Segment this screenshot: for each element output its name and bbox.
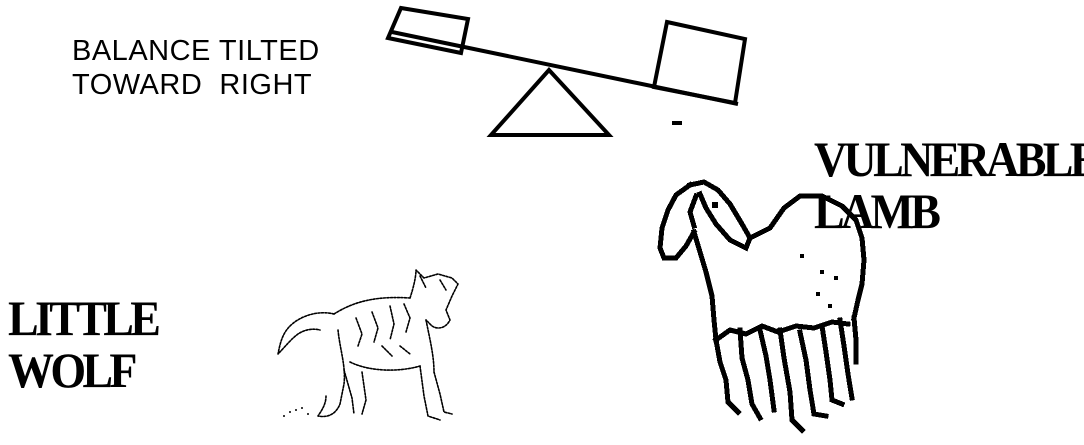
- balance-caption-line2: TOWARD RIGHT: [72, 68, 320, 102]
- wolf-caption-line1: LITTLE: [8, 292, 157, 344]
- balance-caption: BALANCE TILTED TOWARD RIGHT: [72, 34, 320, 102]
- lamb-caption: VULNERABLE LAMB: [814, 133, 1084, 237]
- wolf-caption: LITTLE WOLF: [8, 292, 157, 396]
- balance-caption-line1: BALANCE TILTED: [72, 34, 320, 68]
- lamb-caption-line2: LAMB: [814, 185, 1084, 237]
- lamb-caption-line1: VULNERABLE: [814, 133, 1084, 185]
- wolf-caption-line2: WOLF: [8, 344, 157, 396]
